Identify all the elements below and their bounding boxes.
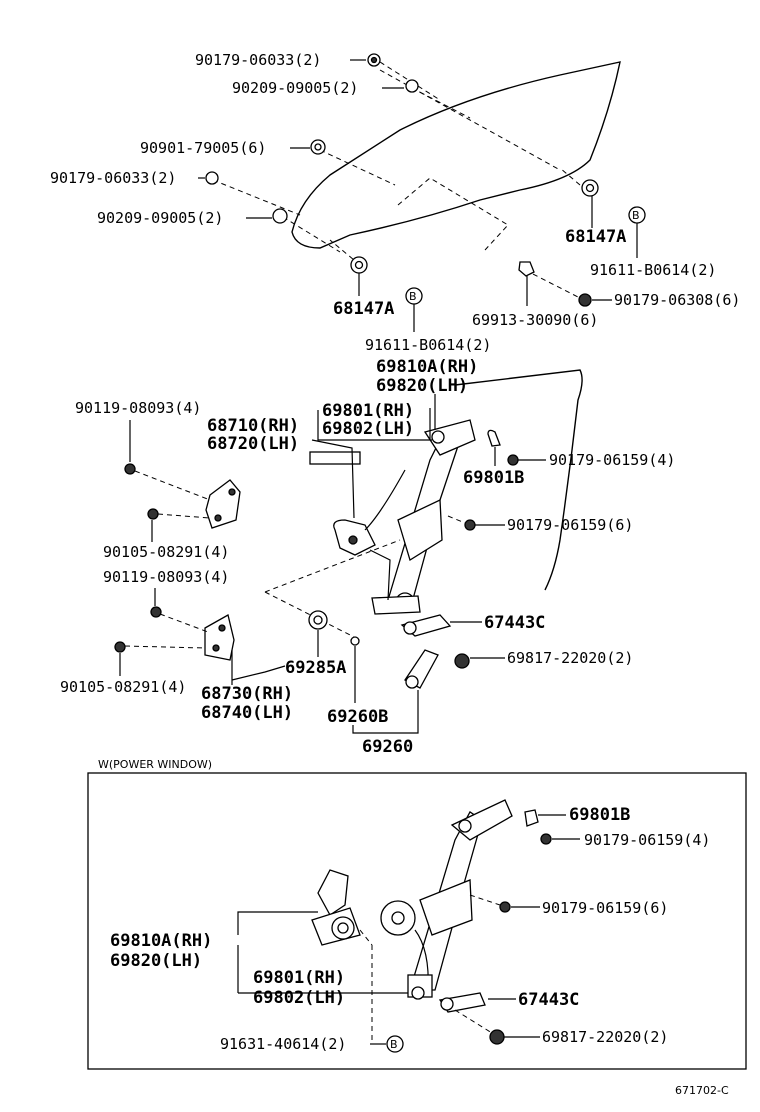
label-68740-lh: 68740(LH) <box>201 703 293 723</box>
clip-icon <box>524 809 539 827</box>
callout-b-right: B <box>632 209 640 222</box>
label-90119-08093-b: 90119-08093(4) <box>103 568 229 586</box>
label-90901-79005: 90901-79005(6) <box>140 139 266 157</box>
label-69260B: 69260B <box>327 707 388 727</box>
label-90179-06033-a: 90179-06033(2) <box>195 51 321 69</box>
pw-callout-b: B <box>390 1038 398 1051</box>
label-90179-06159-6: 90179-06159(6) <box>507 516 633 534</box>
nut-icon <box>507 454 519 466</box>
label-91611-B0614-left: 91611-B0614(2) <box>365 336 491 354</box>
pw-label-91631-40614: 91631-40614(2) <box>220 1035 346 1053</box>
label-90209-09005-a: 90209-09005(2) <box>232 79 358 97</box>
figure-code: 671702-C <box>675 1084 729 1097</box>
top-leaders <box>212 61 581 299</box>
label-69810A-rh: 69810A(RH) <box>376 357 478 377</box>
label-68730-rh: 68730(RH) <box>201 684 293 704</box>
pw-label-90179-06159-4: 90179-06159(4) <box>584 831 710 849</box>
pw-label-69801-rh: 69801(RH) <box>253 968 345 988</box>
label-91611-B0614-right: 91611-B0614(2) <box>590 261 716 279</box>
label-90105-08291-b: 90105-08291(4) <box>60 678 186 696</box>
top-fasteners <box>205 53 599 307</box>
label-68147A-right: 68147A <box>565 227 626 247</box>
power-regulator-assembly <box>380 799 513 1000</box>
nut-icon <box>205 171 219 185</box>
label-90179-06308: 90179-06308(6) <box>614 291 740 309</box>
callout-b-icon <box>386 1035 404 1053</box>
power-window-motor <box>311 869 373 946</box>
nut-icon <box>464 519 476 531</box>
label-90105-08291-a: 90105-08291(4) <box>103 543 229 561</box>
nut-icon <box>454 653 470 669</box>
bolt-icon <box>114 641 126 653</box>
pw-label-67443C: 67443C <box>518 990 579 1010</box>
pw-label-69820-lh: 69820(LH) <box>110 951 202 971</box>
callout-b-left: B <box>409 290 417 303</box>
bolt-icon <box>147 508 159 520</box>
clip-icon <box>518 261 535 277</box>
regulator-assembly <box>309 419 476 615</box>
bolt-icon <box>124 463 136 475</box>
label-90119-08093-a: 90119-08093(4) <box>75 399 201 417</box>
washer-icon <box>272 208 288 224</box>
label-69802-lh: 69802(LH) <box>322 419 414 439</box>
door-glass <box>291 61 621 251</box>
label-90179-06033-b: 90179-06033(2) <box>50 169 176 187</box>
nut-icon <box>540 833 552 845</box>
nut-icon <box>489 1029 505 1045</box>
label-69285A: 69285A <box>285 658 346 678</box>
label-68147A-left: 68147A <box>333 299 394 319</box>
power-window-frame <box>87 772 747 1070</box>
pw-label-69810A-rh: 69810A(RH) <box>110 931 212 951</box>
label-90179-06159-4: 90179-06159(4) <box>549 451 675 469</box>
glass-outline-lower <box>264 369 583 641</box>
power-window-caption: W(POWER WINDOW) <box>98 758 212 771</box>
clip-icon <box>487 429 501 447</box>
label-69817-22020: 69817-22020(2) <box>507 649 633 667</box>
label-69801-rh: 69801(RH) <box>322 401 414 421</box>
hinge-lower <box>204 614 235 661</box>
hinge-upper <box>205 479 241 529</box>
nut-icon <box>499 901 511 913</box>
bolt-icon <box>150 606 162 618</box>
label-68710-rh: 68710(RH) <box>207 416 299 436</box>
label-68720-lh: 68720(LH) <box>207 434 299 454</box>
label-69260: 69260 <box>362 737 413 757</box>
label-90209-09005-b: 90209-09005(2) <box>97 209 223 227</box>
pw-label-69817-22020: 69817-22020(2) <box>542 1028 668 1046</box>
pin-icon <box>350 636 360 646</box>
nut-icon <box>578 293 592 307</box>
label-69801B: 69801B <box>463 468 524 488</box>
washer-icon <box>405 79 419 93</box>
pw-label-69802-lh: 69802(LH) <box>253 988 345 1008</box>
label-69913-30090: 69913-30090(6) <box>472 311 598 329</box>
pw-label-69801B: 69801B <box>569 805 630 825</box>
label-67443C: 67443C <box>484 613 545 633</box>
label-69820-lh: 69820(LH) <box>376 376 468 396</box>
pw-label-90179-06159-6: 90179-06159(6) <box>542 899 668 917</box>
